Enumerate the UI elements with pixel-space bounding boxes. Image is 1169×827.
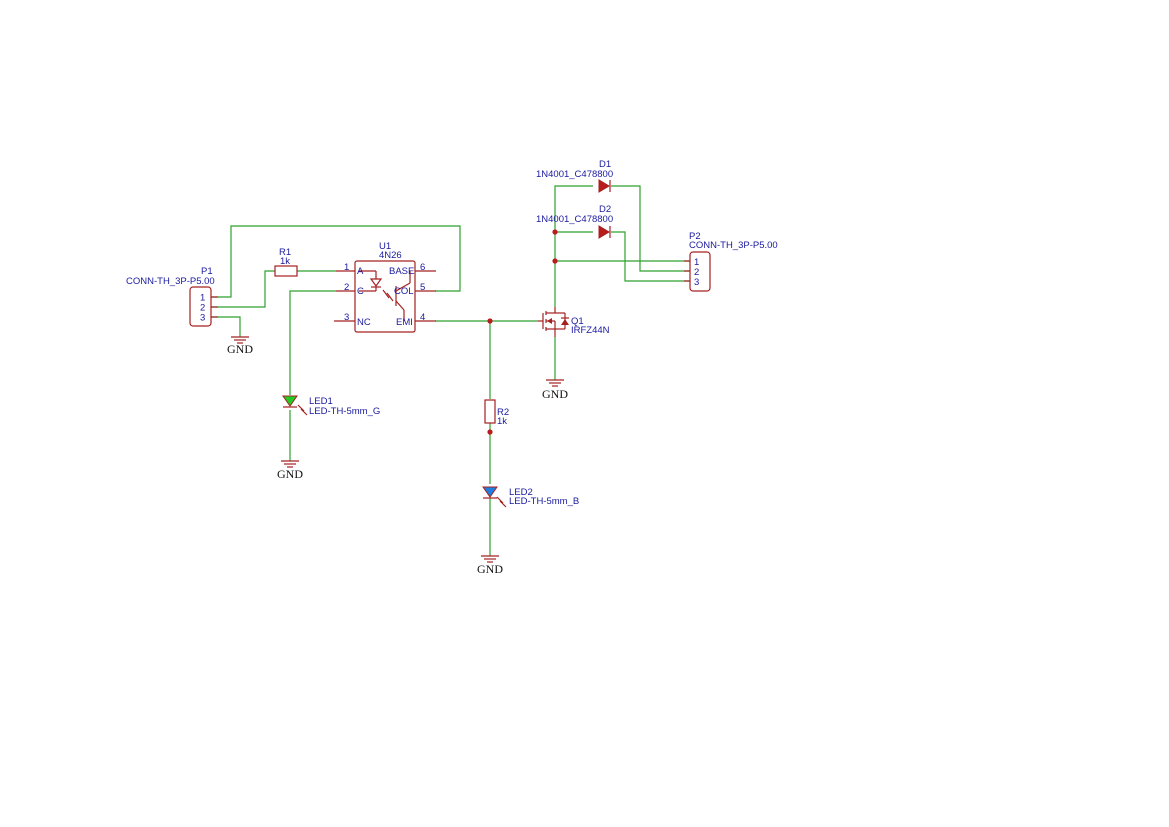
gnd-label-p1: GND: [227, 342, 253, 356]
led-led2[interactable]: LED2 LED-TH-5mm_B: [482, 486, 579, 508]
gnd-symbol-led2: GND: [477, 555, 503, 576]
gnd-label-q1: GND: [542, 387, 568, 401]
led1-ref: LED1: [309, 396, 333, 407]
resistor-r2[interactable]: R2 1k: [484, 399, 509, 427]
led2-ref: LED2: [509, 487, 533, 498]
u1-pin-nc-name: NC: [357, 317, 371, 328]
d2-body-icon: [598, 225, 610, 239]
mosfet-q1[interactable]: Q1 IRFZ44N: [538, 307, 610, 337]
wire-p1-3-to-gnd: [211, 316, 241, 337]
p2-pin1-label: 1: [694, 257, 699, 268]
p1-value: CONN-TH_3P-P5.00: [126, 276, 215, 287]
wire-p1-1-to-u1-col: [211, 225, 461, 298]
q1-arrow-icon: [547, 318, 552, 324]
u1-pin3-number: 3: [344, 312, 349, 323]
junctions: [487, 229, 558, 435]
q1-value: IRFZ44N: [571, 325, 610, 336]
led-led1[interactable]: LED1 LED-TH-5mm_G: [282, 395, 380, 417]
junction-emi: [487, 318, 493, 324]
d2-value: 1N4001_C478800: [536, 214, 613, 225]
u1-pin-a-name: A: [357, 266, 364, 277]
connector-p1[interactable]: 1 2 3 P1 CONN-TH_3P-P5.00: [126, 266, 218, 327]
internal-led-icon: [359, 270, 394, 302]
p1-pin3-label: 3: [200, 313, 205, 324]
connector-p2[interactable]: 1 2 3 P2 CONN-TH_3P-P5.00: [684, 231, 778, 292]
r1-ref: R1: [279, 247, 291, 258]
gnd-label-led2: GND: [477, 562, 503, 576]
u1-pin1-number: 1: [344, 262, 349, 273]
diode-d2[interactable]: D2 1N4001_C478800: [536, 204, 613, 239]
d2-ref: D2: [599, 204, 611, 215]
u1-pin-emi-name: EMI: [396, 317, 413, 328]
led1-value: LED-TH-5mm_G: [309, 406, 380, 417]
p1-ref: P1: [201, 266, 213, 277]
d1-ref: D1: [599, 159, 611, 170]
p1-pin1-label: 1: [200, 293, 205, 304]
p2-ref: P2: [689, 231, 701, 242]
u1-pin-c-name: C: [357, 286, 364, 297]
u1-pin6-number: 6: [420, 262, 425, 273]
gnd-label-led1: GND: [277, 467, 303, 481]
q1-body-diode-icon: [561, 319, 569, 325]
r2-ref: R2: [497, 407, 509, 418]
gnd-symbol-q1: GND: [542, 379, 568, 401]
junction-d2: [552, 229, 558, 235]
wire-d1-to-p2-2: [611, 185, 690, 272]
gnd-symbol-led1: GND: [277, 460, 303, 481]
u1-pin5-number: 5: [420, 282, 425, 293]
junction-r2-bottom: [487, 429, 493, 435]
d1-body-icon: [598, 179, 610, 193]
r2-value: 1k: [497, 416, 507, 427]
led2-body-icon: [482, 486, 498, 498]
wire-u1-c-to-led1: [289, 290, 336, 395]
wire-p1-2-to-r1: [211, 270, 275, 308]
internal-phototransistor-icon: [395, 271, 411, 321]
u1-ref: U1: [379, 241, 391, 252]
r1-value: 1k: [280, 256, 290, 267]
resistor-r1[interactable]: R1 1k: [274, 247, 298, 277]
wire-q1-drain: [554, 185, 593, 307]
u1-pin-base-name: BASE: [389, 266, 414, 277]
optocoupler-u1[interactable]: 1 2 3 6 5 4 A C NC BASE COL EMI U1 4N26: [334, 241, 436, 333]
u1-pin4-number: 4: [420, 312, 425, 323]
q1-ref: Q1: [571, 316, 584, 327]
p2-pin3-label: 3: [694, 277, 699, 288]
d1-value: 1N4001_C478800: [536, 169, 613, 180]
u1-value: 4N26: [379, 250, 402, 261]
p2-pin2-label: 2: [694, 267, 699, 278]
led1-body-icon: [282, 395, 298, 407]
junction-p2-1: [552, 258, 558, 264]
wire-d2-to-p2-3: [611, 231, 690, 282]
wires: [211, 185, 690, 556]
u1-pin-col-name: COL: [394, 286, 414, 297]
p2-value: CONN-TH_3P-P5.00: [689, 240, 778, 251]
p1-pin2-label: 2: [200, 303, 205, 314]
gnd-symbol-p1: GND: [227, 336, 253, 356]
u1-pin2-number: 2: [344, 282, 349, 293]
led2-value: LED-TH-5mm_B: [509, 496, 579, 507]
diode-d1[interactable]: D1 1N4001_C478800: [536, 159, 613, 193]
